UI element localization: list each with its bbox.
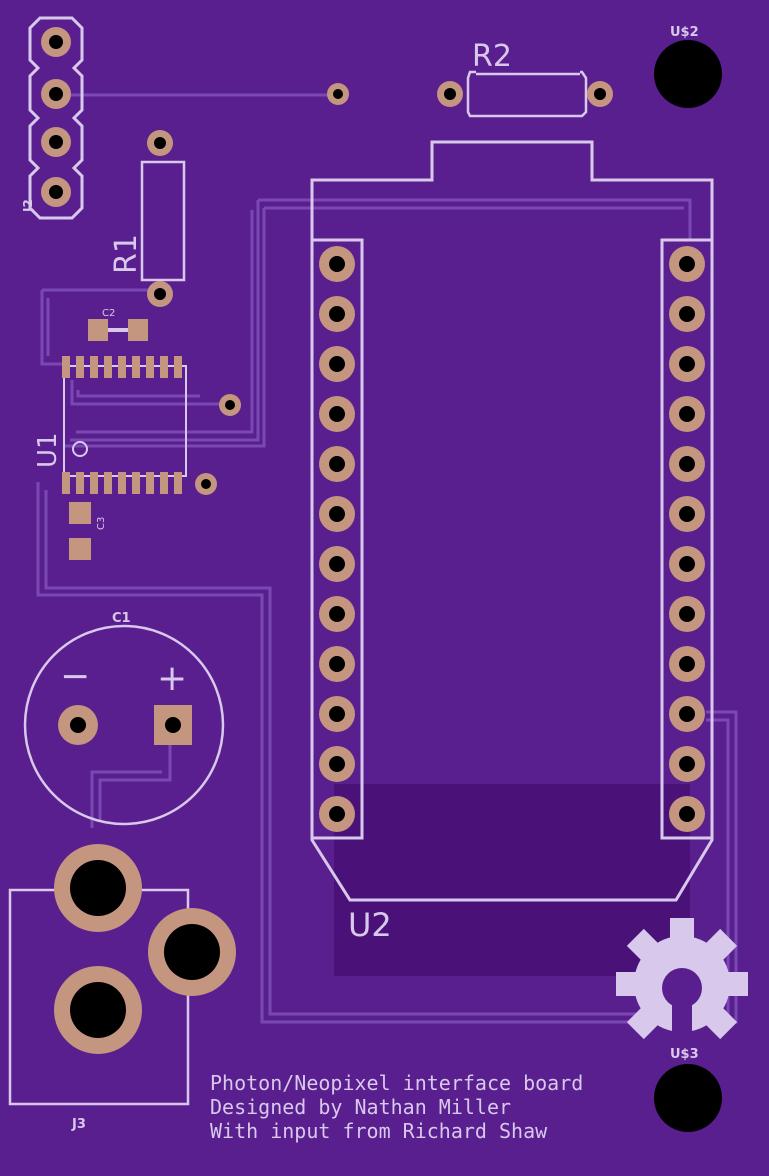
credit-line-1: Photon/Neopixel interface board <box>210 1071 583 1095</box>
mount-hole-us2: U$2 <box>654 25 722 108</box>
c1-capacitor: C1 − + <box>23 611 225 826</box>
u2-module: U2 <box>310 140 714 944</box>
u2-right-pins <box>669 246 705 832</box>
open-hardware-gear-icon <box>616 918 748 1054</box>
u2-right-pin-hole-12 <box>679 806 695 822</box>
mount-hole-us3: U$3 <box>654 1047 722 1132</box>
credits: Photon/Neopixel interface board Designed… <box>210 1071 583 1143</box>
u2-left-pin-hole-11 <box>329 756 345 772</box>
us3-label: U$3 <box>670 1047 699 1062</box>
u2-left-pin-hole-9 <box>329 656 345 672</box>
u2-right-pin-hole-3 <box>679 356 695 372</box>
u2-left-pin-hole-6 <box>329 506 345 522</box>
u2-right-pin-hole-5 <box>679 456 695 472</box>
u2-right-pin-hole-6 <box>679 506 695 522</box>
us2-label: U$2 <box>670 25 699 40</box>
c2-capacitor: C2 <box>88 308 148 341</box>
j2-outline <box>28 16 84 220</box>
u2-left-pin-hole-12 <box>329 806 345 822</box>
u2-left-header <box>310 238 364 840</box>
u2-left-pin-hole-4 <box>329 406 345 422</box>
j2-header: J2 <box>21 16 84 220</box>
u2-left-pins <box>319 246 355 832</box>
u2-right-pin-hole-4 <box>679 406 695 422</box>
j3-jack: J3 <box>8 844 236 1132</box>
r1-label: R1 <box>109 234 144 274</box>
c3-capacitor: C3 <box>69 502 107 560</box>
u2-left-pin-hole-7 <box>329 556 345 572</box>
u2-right-pin-hole-1 <box>679 256 695 272</box>
u2-left-pin-hole-1 <box>329 256 345 272</box>
c3-label: C3 <box>96 517 107 530</box>
u2-left-pin-hole-3 <box>329 356 345 372</box>
u2-right-pin-hole-11 <box>679 756 695 772</box>
u1-ic: U1 <box>33 356 187 494</box>
copper-traces <box>36 93 738 1024</box>
r2-label: R2 <box>472 39 512 74</box>
u2-right-pin-hole-8 <box>679 606 695 622</box>
credit-line-3: With input from Richard Shaw <box>210 1119 548 1143</box>
u2-right-header <box>660 238 714 840</box>
u2-right-pin-hole-9 <box>679 656 695 672</box>
u2-left-pin-hole-10 <box>329 706 345 722</box>
u2-left-pin-hole-5 <box>329 456 345 472</box>
u2-left-pin-hole-8 <box>329 606 345 622</box>
u2-right-pin-hole-7 <box>679 556 695 572</box>
c1-label: C1 <box>112 611 131 626</box>
j2-label: J2 <box>21 199 35 213</box>
r1-resistor: R1 <box>109 130 186 307</box>
u2-label: U2 <box>348 906 392 944</box>
u2-right-pin-hole-2 <box>679 306 695 322</box>
u1-label: U1 <box>33 432 63 468</box>
credit-line-2: Designed by Nathan Miller <box>210 1095 511 1119</box>
u2-left-pin-hole-2 <box>329 306 345 322</box>
r2-resistor: R2 <box>437 39 613 120</box>
c1-plus-sign: + <box>157 658 187 699</box>
u2-right-pin-hole-10 <box>679 706 695 722</box>
c2-label: C2 <box>102 308 115 319</box>
j3-label: J3 <box>71 1117 86 1132</box>
c1-minus-sign: − <box>60 656 90 697</box>
